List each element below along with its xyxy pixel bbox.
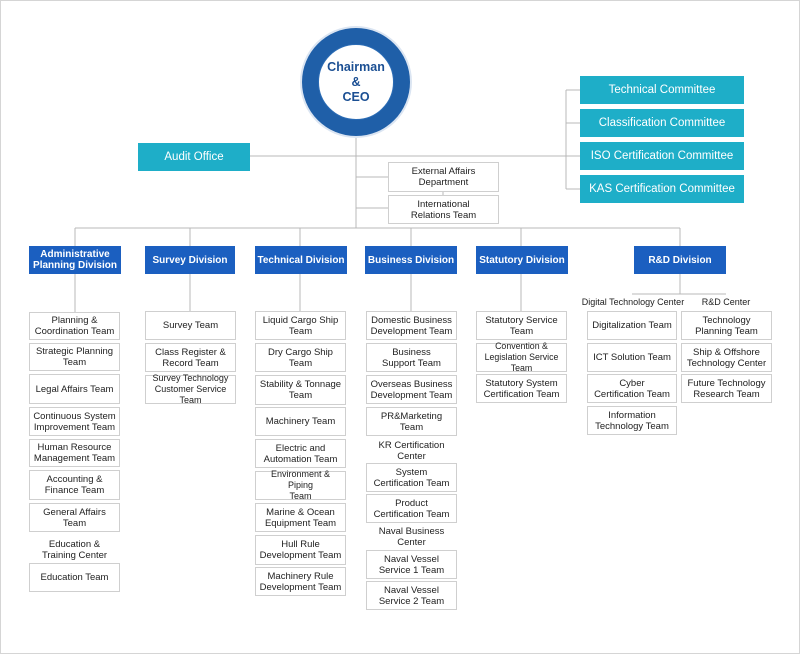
team-planning-coordination[interactable]: Planning & Coordination Team <box>29 312 120 340</box>
center-education-training: Education & Training Center <box>41 539 108 561</box>
team-electric-automation[interactable]: Electric and Automation Team <box>255 439 346 468</box>
external-affairs-department[interactable]: External Affairs Department <box>388 162 499 192</box>
division-statutory[interactable]: Statutory Division <box>476 246 568 274</box>
center-kr-certification: KR Certification Center <box>378 440 445 462</box>
committee-iso[interactable]: ISO Certification Committee <box>580 142 744 170</box>
division-business[interactable]: Business Division <box>365 246 457 274</box>
team-naval-vessel-2[interactable]: Naval Vessel Service 2 Team <box>366 581 457 610</box>
team-dry-cargo[interactable]: Dry Cargo Ship Team <box>255 343 346 372</box>
ceo-label-line2: & <box>351 74 361 89</box>
division-administrative-planning[interactable]: Administrative Planning Division <box>29 246 121 274</box>
division-technical[interactable]: Technical Division <box>255 246 347 274</box>
team-general-affairs[interactable]: General Affairs Team <box>29 503 120 532</box>
team-pr-marketing[interactable]: PR&Marketing Team <box>366 407 457 436</box>
team-stability-tonnage[interactable]: Stability & Tonnage Team <box>255 375 346 405</box>
team-legal-affairs[interactable]: Legal Affairs Team <box>29 374 120 404</box>
team-class-register[interactable]: Class Register & Record Team <box>145 343 236 372</box>
team-ship-offshore[interactable]: Ship & Offshore Technology Center <box>681 343 772 372</box>
division-survey[interactable]: Survey Division <box>145 246 235 274</box>
center-rnd: R&D Center <box>701 296 751 307</box>
team-statutory-service[interactable]: Statutory Service Team <box>476 311 567 340</box>
team-ict-solution[interactable]: ICT Solution Team <box>587 343 677 372</box>
division-rnd[interactable]: R&D Division <box>634 246 726 274</box>
ceo-node[interactable]: Chairman & CEO <box>302 28 410 136</box>
team-product-certification[interactable]: Product Certification Team <box>366 494 457 523</box>
team-statutory-system[interactable]: Statutory System Certification Team <box>476 374 567 403</box>
team-strategic-planning[interactable]: Strategic Planning Team <box>29 343 120 371</box>
team-environment-piping[interactable]: Environment & Piping Team <box>255 469 346 501</box>
team-technology-planning[interactable]: Technology Planning Team <box>681 311 772 340</box>
committee-classification[interactable]: Classification Committee <box>580 109 744 137</box>
audit-office-box[interactable]: Audit Office <box>138 143 250 171</box>
team-continuous-improvement[interactable]: Continuous System Improvement Team <box>29 407 120 436</box>
team-human-resource[interactable]: Human Resource Management Team <box>29 439 120 467</box>
team-cyber-certification[interactable]: Cyber Certification Team <box>587 374 677 403</box>
team-information-technology[interactable]: Information Technology Team <box>587 406 677 435</box>
ceo-label-line1: Chairman <box>327 59 385 74</box>
ceo-label-line3: CEO <box>342 89 370 104</box>
division-label: Administrative Planning Division <box>33 249 117 271</box>
committee-kas[interactable]: KAS Certification Committee <box>580 175 744 203</box>
team-convention-legislation[interactable]: Convention & Legislation Service Team <box>476 341 567 373</box>
team-future-technology[interactable]: Future Technology Research Team <box>681 374 772 403</box>
team-survey[interactable]: Survey Team <box>145 311 236 340</box>
team-system-certification[interactable]: System Certification Team <box>366 463 457 492</box>
center-digital-technology: Digital Technology Center <box>581 296 685 307</box>
team-hull-rule[interactable]: Hull Rule Development Team <box>255 535 346 565</box>
team-accounting-finance[interactable]: Accounting & Finance Team <box>29 470 120 500</box>
ceo-label: Chairman & CEO <box>318 44 394 120</box>
team-overseas-business[interactable]: Overseas Business Development Team <box>366 375 457 404</box>
team-machinery-rule[interactable]: Machinery Rule Development Team <box>255 567 346 596</box>
team-survey-technology[interactable]: Survey Technology Customer Service Team <box>145 373 236 405</box>
team-marine-ocean[interactable]: Marine & Ocean Equipment Team <box>255 503 346 532</box>
team-education[interactable]: Education Team <box>29 563 120 592</box>
team-liquid-cargo[interactable]: Liquid Cargo Ship Team <box>255 311 346 340</box>
team-machinery[interactable]: Machinery Team <box>255 407 346 436</box>
team-naval-vessel-1[interactable]: Naval Vessel Service 1 Team <box>366 550 457 579</box>
international-relations-team[interactable]: International Relations Team <box>388 195 499 224</box>
team-business-support[interactable]: Business Support Team <box>366 343 457 372</box>
team-digitalization[interactable]: Digitalization Team <box>587 311 677 340</box>
team-domestic-business[interactable]: Domestic Business Development Team <box>366 311 457 340</box>
center-naval-business: Naval Business Center <box>378 526 445 548</box>
committee-technical[interactable]: Technical Committee <box>580 76 744 104</box>
